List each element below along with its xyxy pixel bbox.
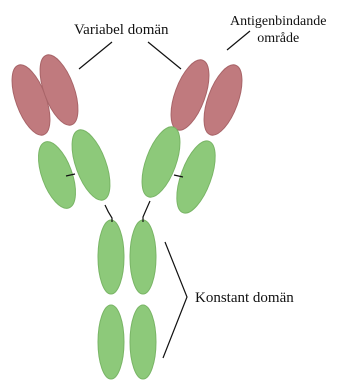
variable-domain-label: Variabel domän	[74, 22, 169, 39]
right-hinge	[143, 201, 150, 222]
variable-domains	[4, 50, 250, 140]
left-hinge	[105, 205, 112, 222]
stem-constant-upper-right	[130, 220, 156, 294]
antigen-binding-label-line2: område	[230, 30, 326, 47]
stem-constant-upper-left	[98, 220, 124, 294]
stem-constant-lower-right	[130, 305, 156, 379]
arm-constant-domains	[31, 122, 223, 218]
variable-leader-right	[148, 42, 181, 69]
constant-domain-label: Konstant domän	[195, 290, 294, 307]
variable-leader-left	[79, 42, 112, 69]
constant-bracket	[163, 242, 187, 358]
antigen-binding-label: Antigenbindande område	[230, 13, 326, 47]
stem-constant-lower-left	[98, 305, 124, 379]
antigen-binding-label-line1: Antigenbindande	[230, 13, 326, 30]
stem-constant-domains	[98, 220, 156, 379]
